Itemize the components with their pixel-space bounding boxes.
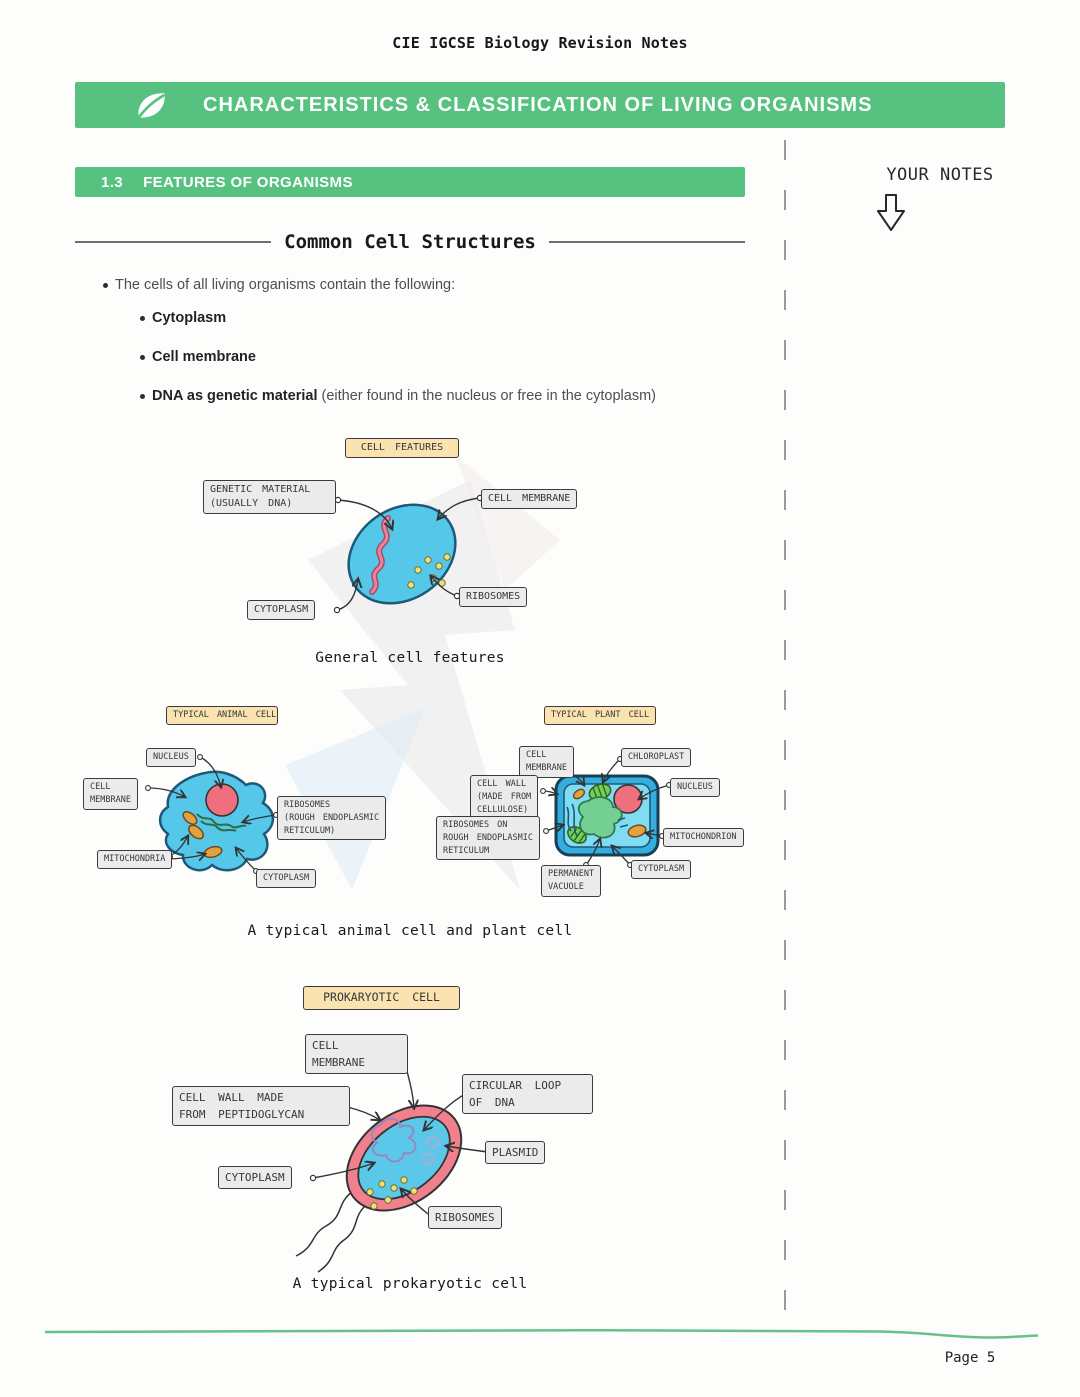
animal-plant-caption: A typical animal cell and plant cell — [247, 923, 573, 939]
general-title-box: CELL FEATURES — [345, 438, 459, 459]
animal-er-scribble — [196, 813, 247, 832]
prokaryotic-title-box: PROKARYOTIC CELL — [303, 986, 460, 1010]
section-title: FEATURES OF ORGANISMS — [143, 173, 353, 191]
heading-rule-right — [548, 241, 746, 243]
label-plant-cell-wall: CELL WALL (MADE FROM CELLULOSE) — [470, 775, 539, 820]
bullet-dna: DNA as genetic material (either found in… — [140, 388, 656, 404]
down-arrow-icon — [877, 194, 905, 231]
diagram-animal-plant: TYPICAL ANIMAL CELL NUCLEUS CELL MEMBRAN… — [0, 695, 780, 950]
label-animal-nucleus: NUCLEUS — [146, 748, 196, 767]
diagram-general-cell: CELL FEATURES GENETIC MATERIAL (USUALLY … — [0, 430, 780, 680]
your-notes-label: YOUR NOTES — [886, 165, 994, 185]
label-plant-chloroplast: CHLOROPLAST — [621, 748, 692, 767]
dna-loop-shape — [370, 1117, 417, 1163]
notes-divider — [784, 140, 786, 1337]
animal-nucleus-shape — [205, 783, 239, 817]
section-bar: 1.3 FEATURES OF ORGANISMS — [75, 167, 745, 197]
plant-title-box: TYPICAL PLANT CELL — [544, 706, 656, 725]
label-plant-nucleus: NUCLEUS — [670, 778, 720, 797]
plant-vacuole-shape — [577, 796, 623, 839]
chapter-banner: CHARACTERISTICS & CLASSIFICATION OF LIVI… — [75, 82, 1005, 128]
bullet-cell-membrane: Cell membrane — [140, 349, 256, 365]
section-heading-row: Common Cell Structures — [75, 231, 746, 253]
general-cell-art — [333, 494, 484, 614]
prokaryotic-caption: A typical prokaryotic cell — [292, 1276, 528, 1292]
label-prok-ribosomes: RIBOSOMES — [428, 1206, 502, 1230]
bullet-dot — [140, 394, 145, 399]
bullet-dot — [103, 283, 108, 288]
chapter-banner-title: CHARACTERISTICS & CLASSIFICATION OF LIVI… — [203, 93, 873, 116]
label-prok-dna-loop: CIRCULAR LOOP OF DNA — [462, 1074, 593, 1115]
label-plant-mitochondrion: MITOCHONDRION — [663, 828, 744, 847]
diagram-prokaryotic: PROKARYOTIC CELL CELL MEMBRANE CELL WALL… — [0, 960, 780, 1310]
plant-mito-small — [572, 788, 586, 800]
label-animal-cytoplasm: CYTOPLASM — [256, 869, 317, 888]
section-number: 1.3 — [101, 173, 124, 191]
page-title: CIE IGCSE Biology Revision Notes — [392, 34, 688, 52]
prokaryotic-art — [295, 1052, 492, 1273]
label-plant-cytoplasm: CYTOPLASM — [631, 860, 692, 879]
flagella — [295, 1191, 367, 1273]
bottom-rule — [44, 1328, 1039, 1339]
heading-rule-left — [75, 241, 272, 243]
animal-plant-art — [145, 754, 672, 874]
intro-bullet: The cells of all living organisms contai… — [103, 277, 455, 293]
animal-cell-shape — [158, 770, 275, 872]
label-prok-plasmid: PLASMID — [485, 1141, 546, 1165]
label-prok-cell-wall: CELL WALL MADE FROM PEPTIDOGLYCAN — [172, 1086, 350, 1127]
bullet-dot — [140, 316, 145, 321]
plant-mitochondrion-shape — [627, 824, 647, 838]
animal-title-box: TYPICAL ANIMAL CELL — [166, 706, 278, 725]
label-plant-vacuole: PERMANENT VACUOLE — [541, 865, 602, 897]
cell-body-shape — [347, 503, 457, 605]
label-genetic-material: GENETIC MATERIAL (USUALLY DNA) — [203, 480, 336, 515]
label-prok-cell-membrane: CELL MEMBRANE — [305, 1034, 408, 1075]
label-animal-ribosomes: RIBOSOMES (ROUGH ENDOPLASMIC RETICULUM) — [277, 796, 387, 841]
general-caption: General cell features — [315, 650, 505, 666]
common-cell-structures-heading: Common Cell Structures — [284, 231, 536, 253]
page-number: Page 5 — [944, 1350, 996, 1366]
connector-pins — [333, 494, 484, 614]
label-cytoplasm: CYTOPLASM — [247, 600, 316, 621]
label-cell-membrane: CELL MEMBRANE — [481, 489, 578, 510]
leaf-icon — [134, 93, 166, 123]
bullet-cytoplasm: Cytoplasm — [140, 310, 226, 326]
bullet-dot — [140, 355, 145, 360]
label-plant-ribosomes: RIBOSOMES ON ROUGH ENDOPLASMIC RETICULUM — [436, 816, 540, 861]
animal-mitochondria — [182, 811, 223, 859]
label-plant-cell-membrane: CELL MEMBRANE — [519, 746, 574, 778]
label-prok-cytoplasm: CYTOPLASM — [218, 1166, 292, 1190]
label-ribosomes: RIBOSOMES — [459, 587, 528, 608]
plant-er-scribbles — [566, 803, 629, 837]
label-animal-cell-membrane: CELL MEMBRANE — [83, 778, 138, 810]
plasmid-shapes — [422, 1135, 440, 1165]
label-animal-mitochondria: MITOCHONDRIA — [97, 850, 173, 869]
prokaryote-ribosome-dots — [366, 1176, 418, 1210]
